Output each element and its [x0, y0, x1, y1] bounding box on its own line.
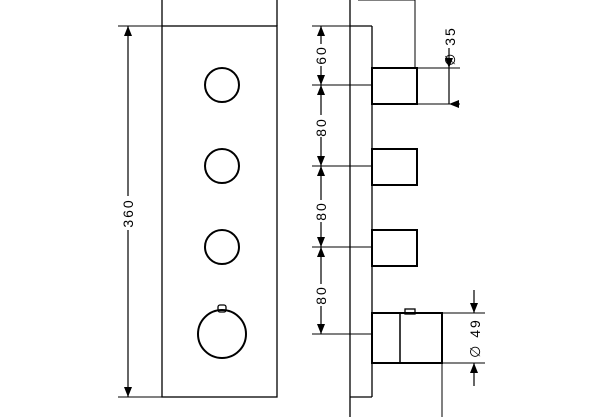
control-knob-2-side — [371, 148, 418, 186]
dimension-label-spacing-1: 80 — [313, 117, 329, 137]
thermostat-indicator — [217, 304, 227, 313]
dimension-label-spacing-2: 80 — [313, 201, 329, 221]
dimension-overall-height: 360 — [120, 26, 136, 397]
control-knob-1-side — [371, 67, 418, 105]
spacing-label-mask-1 — [314, 115, 328, 137]
control-knob-1 — [204, 67, 240, 103]
dimension-label-spacing-top: 60 — [313, 45, 329, 65]
dimension-thermostat-diameter — [442, 290, 485, 386]
thermostat-knob — [197, 309, 247, 359]
spacing-label-mask-2 — [314, 200, 328, 222]
control-knob-3 — [204, 229, 240, 265]
side-view — [349, 0, 443, 417]
dimension-label-spacing-3: 80 — [313, 285, 329, 305]
spacing-labels: 60 80 80 80 — [313, 44, 329, 306]
dimension-label-thermostat-diameter: ∅ 49 — [467, 318, 483, 358]
thermostat-knob-side — [371, 312, 443, 364]
dimension-label-knob-diameter: ∅ 35 — [442, 26, 458, 66]
control-knob-2 — [204, 148, 240, 184]
control-knob-3-side — [371, 229, 418, 267]
dimension-knob-diameter — [417, 48, 460, 104]
spacing-label-mask-3 — [314, 284, 328, 306]
dimension-label-overall-height: 360 — [120, 198, 136, 227]
cover-plate-front — [161, 25, 278, 398]
thermostat-side-indicator — [404, 308, 416, 315]
spacing-label-mask-top — [314, 44, 328, 66]
dimension-label-mask — [120, 196, 136, 230]
front-view — [118, 0, 278, 398]
